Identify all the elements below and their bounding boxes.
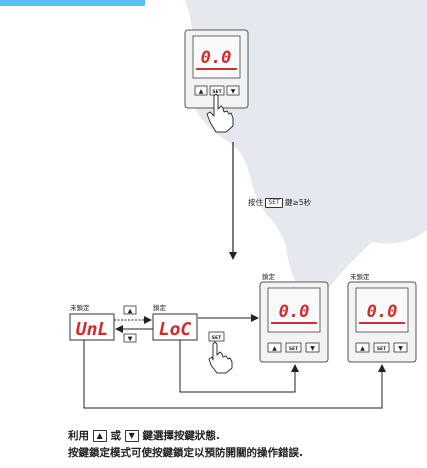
- note-line-1-pre: 利用: [68, 430, 89, 442]
- lock-return-path: [179, 340, 299, 393]
- device-top-down-key-label: ▼: [231, 88, 236, 95]
- device-unlocked-down-key[interactable]: [393, 342, 408, 353]
- toggle-down-key-label: ▼: [128, 336, 133, 343]
- device-locked-set-key[interactable]: [285, 342, 302, 353]
- unlocked-code: UnL: [76, 319, 109, 340]
- locked-code: LoC: [159, 319, 192, 340]
- press-hold-instruction: 按住 SET 鍵≥5秒: [248, 197, 311, 208]
- device-locked: 0.0 ▲ SET ▼: [259, 281, 329, 363]
- toggle-up-key[interactable]: [123, 305, 137, 315]
- note-line-2: 按鍵鎖定模式可使按鍵鎖定以預防開關的操作錯誤.: [68, 447, 303, 459]
- device-top-screen: [192, 35, 241, 79]
- mode-set-key-label: SET: [212, 335, 222, 341]
- mode-set-key[interactable]: [208, 331, 225, 342]
- device-locked-set-key-label: SET: [289, 346, 299, 352]
- device-unlocked: 0.0 ▲ SET ▼: [347, 281, 417, 363]
- device-unlocked-label: 未鎖定: [350, 273, 370, 281]
- note-line-1-post: 鍵選擇按鍵狀態.: [142, 430, 220, 442]
- unlock-return-path: [83, 340, 386, 409]
- device-locked-down-key-label: ▼: [310, 345, 315, 352]
- device-top-reading: 0.0: [201, 48, 232, 68]
- unlocked-mode: UnL: [69, 313, 115, 341]
- device-locked-up-key[interactable]: [267, 342, 282, 353]
- device-top-up-key[interactable]: [194, 85, 208, 96]
- device-top-up-key-label: ▲: [199, 88, 204, 95]
- top-accent-bar: [0, 0, 145, 6]
- device-unlocked-down-key-label: ▼: [398, 345, 403, 352]
- note-line-1-mid: 或: [110, 430, 121, 442]
- unlocked-label: 未鎖定: [70, 304, 90, 312]
- device-locked-reading: 0.0: [279, 302, 310, 322]
- device-top-set-key-label: SET: [212, 89, 222, 95]
- instruction-prefix: 按住: [248, 198, 263, 207]
- note-line-1: 利用 ▲ 或 ▼ 鍵選擇按鍵狀態.: [68, 428, 220, 443]
- hand-pointer-icon-2: [208, 341, 233, 374]
- hand-pointer-icon: [206, 93, 234, 133]
- device-unlocked-set-key-label: SET: [377, 346, 387, 352]
- note-up-key[interactable]: ▲: [92, 430, 107, 442]
- instruction-set-key[interactable]: SET: [265, 198, 283, 208]
- device-locked-up-key-label: ▲: [272, 345, 277, 352]
- locked-label: 鎖定: [153, 304, 166, 312]
- device-unlocked-up-key[interactable]: [355, 342, 370, 353]
- toggle-down-key[interactable]: [123, 333, 137, 343]
- device-unlocked-up-key-label: ▲: [360, 345, 365, 352]
- note-down-key[interactable]: ▼: [124, 430, 139, 442]
- locked-mode: LoC: [152, 313, 198, 341]
- device-top-down-key[interactable]: [226, 85, 240, 96]
- instruction-suffix: 鍵≥5秒: [285, 198, 312, 207]
- toggle-up-key-label: ▲: [128, 308, 133, 315]
- device-top: 0.0 ▲ SET ▼: [184, 29, 249, 109]
- device-unlocked-set-key[interactable]: [373, 342, 390, 353]
- device-unlocked-reading: 0.0: [367, 302, 398, 322]
- device-locked-down-key[interactable]: [305, 342, 320, 353]
- device-locked-label: 鎖定: [262, 273, 275, 281]
